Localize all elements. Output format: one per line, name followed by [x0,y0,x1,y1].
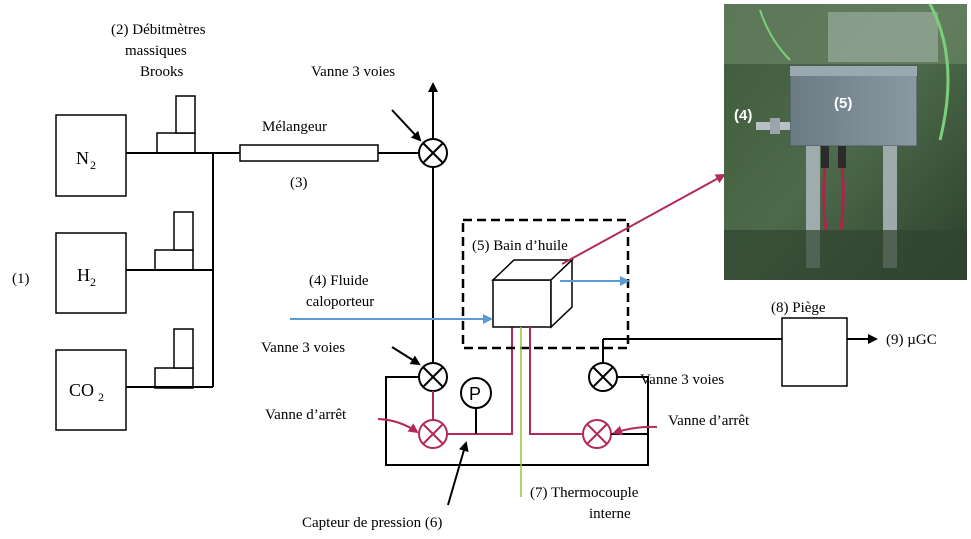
svg-text:2: 2 [90,275,96,289]
three-way-valve-right [589,363,617,391]
stop-valve-left-label: Vanne d’arrêt [265,407,347,423]
stop-valve-right [583,420,611,448]
pressure-sensor-pointer [448,443,466,505]
reactor-cube [493,260,572,327]
gas-source-n2: N 2 [56,115,126,196]
valve-left-label: Vanne 3 voies [261,340,345,356]
oil-bath-label: (5) Bain d’huile [472,238,568,254]
item-1-label: (1) [12,271,30,287]
fluid-label-line2: caloporteur [306,294,374,310]
stop-valve-left [419,420,447,448]
valve-left-pointer [392,347,419,364]
photo-pointer [562,175,724,264]
valve-top-label: Vanne 3 voies [311,64,395,80]
mixer-number: (3) [290,175,308,191]
mass-flow-meter-co2 [155,329,193,388]
meters-label-line1: (2) Débitmètres [111,22,206,38]
stop-valve-right-label: Vanne d’arrêt [668,413,750,429]
photo-label-5: (5) [834,95,852,112]
trap [782,318,847,386]
gas-h2-label: H [77,265,90,285]
mass-flow-meter-n2 [157,96,195,153]
reactor-outlet-line [530,327,582,434]
gas-source-co2: CO 2 [56,350,126,430]
three-way-valve-left [419,363,447,391]
meters-label-line3: Brooks [140,64,184,80]
reactor-photo: (4) (5) [724,4,967,280]
svg-text:2: 2 [98,390,104,404]
meters-label-line2: massiques [125,43,187,59]
pressure-gauge: P [461,378,491,408]
thermocouple-label-line1: (7) Thermocouple [530,485,639,501]
stop-right-pointer [614,427,657,433]
stop-left-pointer [378,419,417,432]
photo-label-4: (4) [734,107,752,124]
svg-text:2: 2 [90,158,96,172]
valve-right-label: Vanne 3 voies [640,372,724,388]
trap-label: (8) Piège [771,300,826,316]
valve-top-pointer [392,110,420,140]
gas-source-h2: H 2 [56,233,126,313]
thermocouple-label-line2: interne [589,506,631,522]
ugc-label: (9) µGC [886,332,937,348]
mass-flow-meter-h2 [155,212,193,270]
three-way-valve-top [419,139,447,167]
pressure-symbol: P [469,384,481,404]
mixer [240,145,378,161]
mixer-label: Mélangeur [262,119,327,135]
gas-co2-label: CO [69,380,94,400]
fluid-label-line1: (4) Fluide [309,273,369,289]
gas-n2-label: N [76,148,89,168]
pressure-sensor-label: Capteur de pression (6) [302,515,442,531]
